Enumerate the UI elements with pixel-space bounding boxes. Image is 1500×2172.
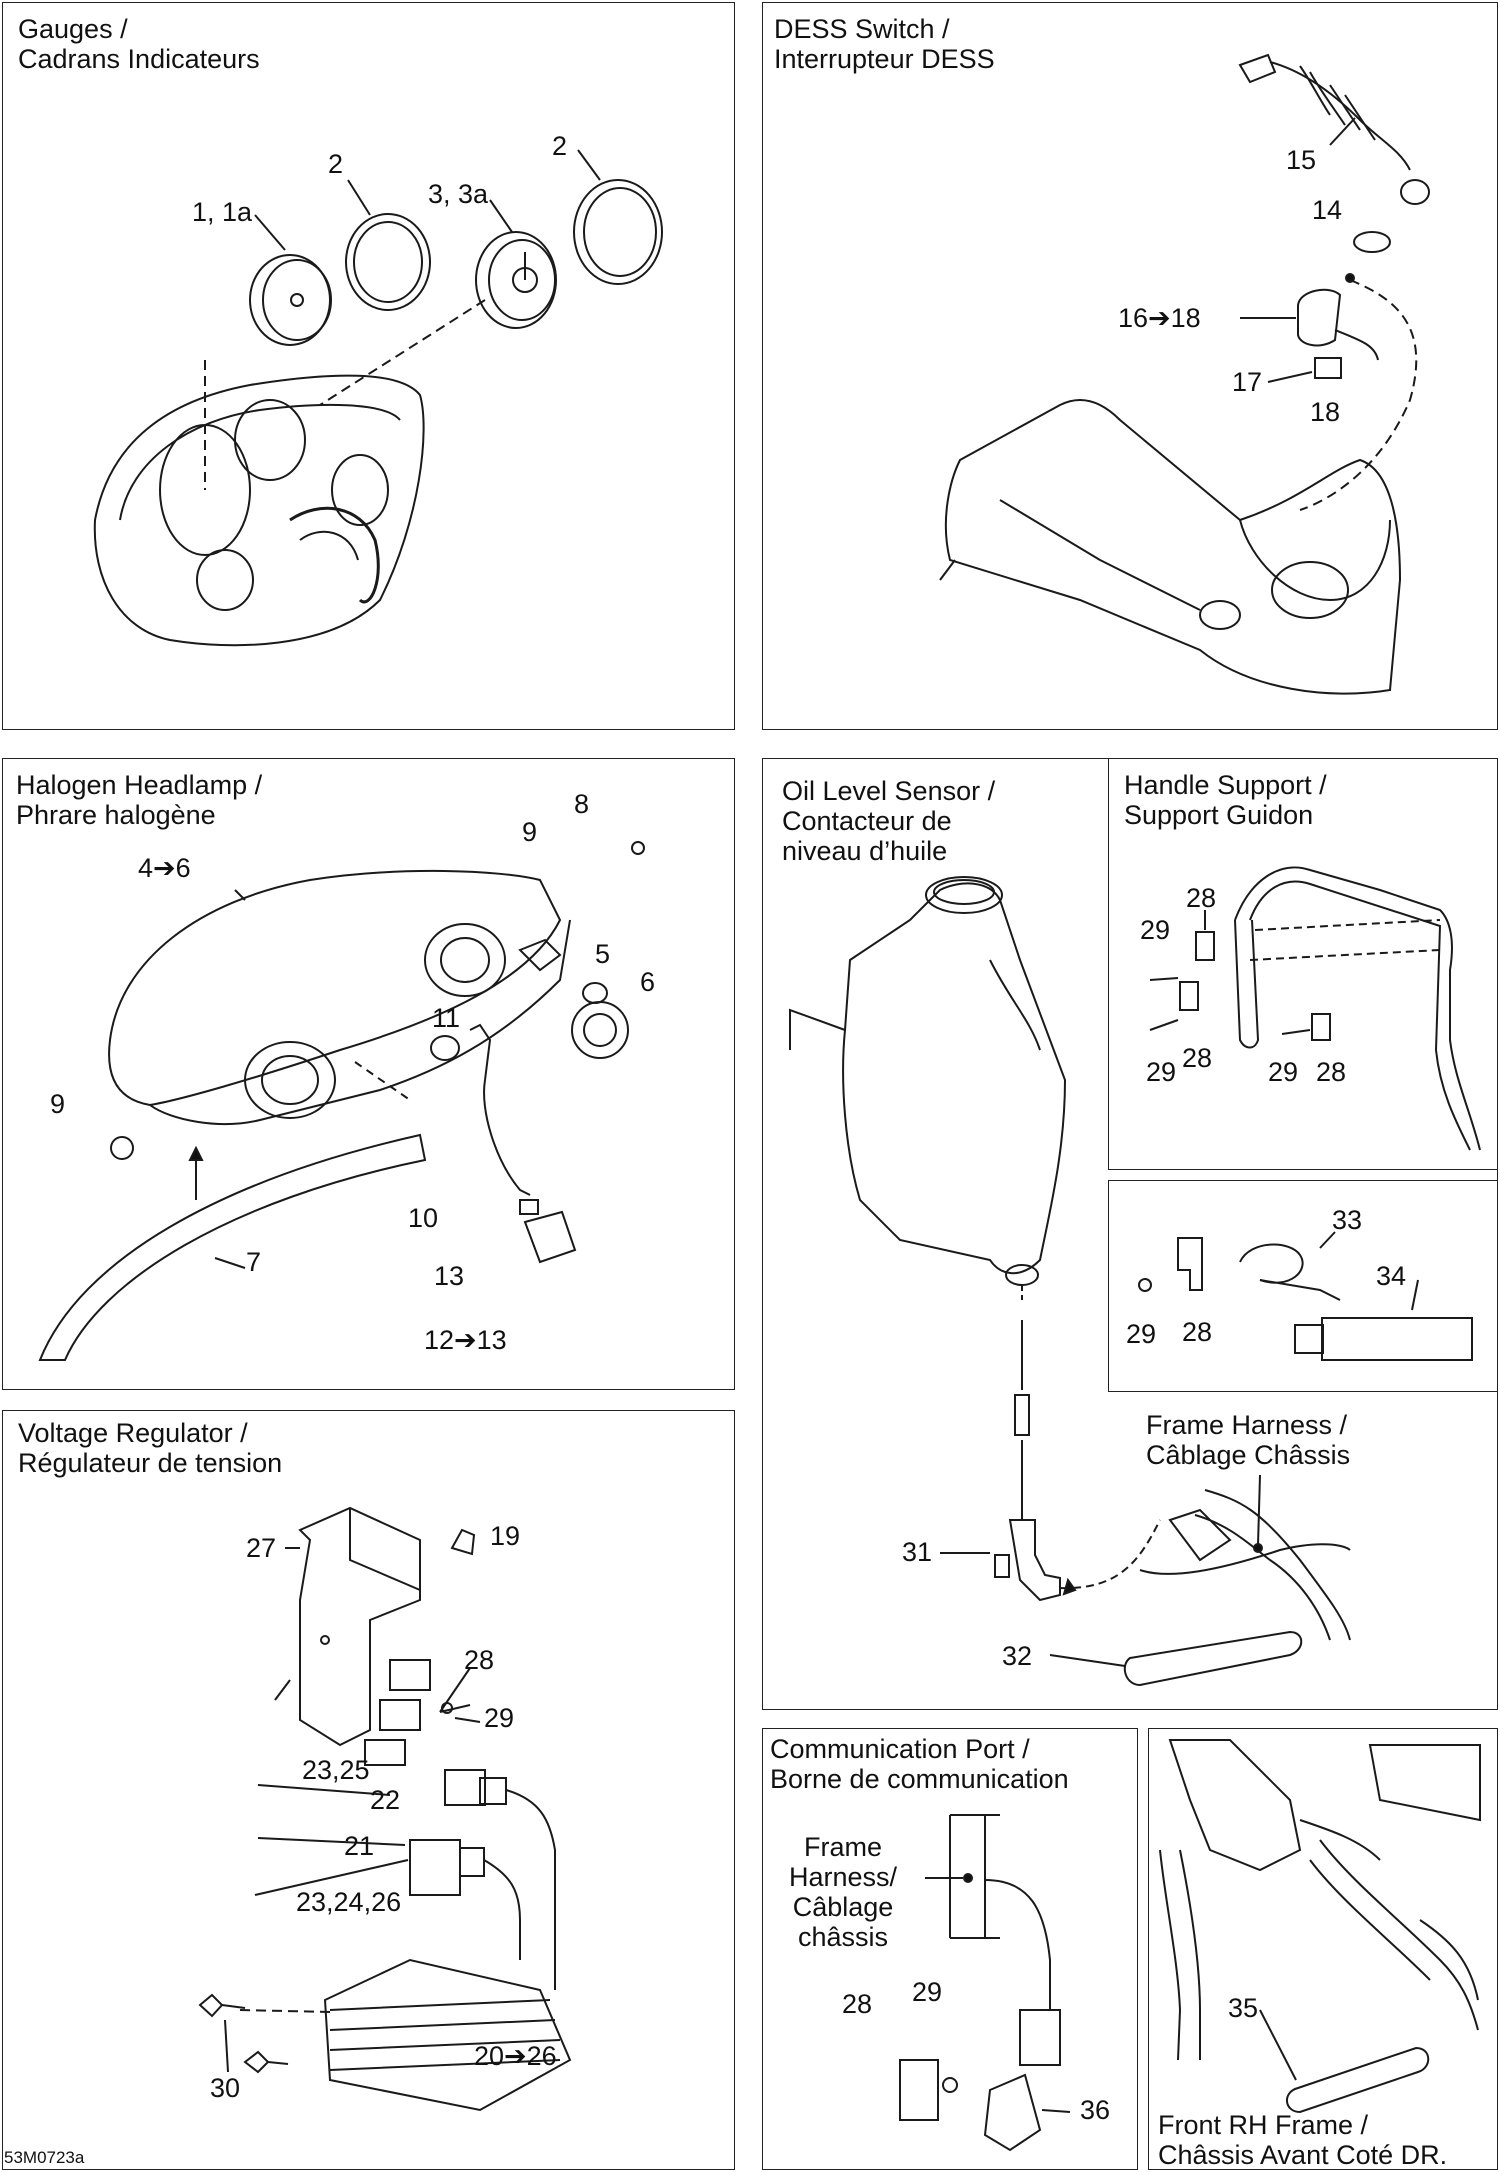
frame-harness-title: Frame Harness /Câblage Châssis [1146, 1410, 1351, 1470]
callout-kit-34: 34 [1376, 1261, 1407, 1291]
callout-comm-36: 36 [1080, 2095, 1111, 2125]
callout-headlamp-5: 5 [595, 939, 611, 969]
callout-gauge-3: 3, 3a [428, 179, 489, 209]
front-rh-frame-title: Front RH Frame /Châssis Avant Coté DR. [1158, 2110, 1448, 2170]
callout-headlamp-12: 12➔13 [424, 1325, 507, 1355]
callout-handle-28a: 28 [1186, 883, 1217, 913]
callout-handle-28b: 28 [1182, 1043, 1213, 1073]
callout-dess-16: 16➔18 [1118, 303, 1201, 333]
callout-gauge-1: 1, 1a [192, 197, 253, 227]
diagram-reference-code: 53M0723a [4, 2148, 85, 2167]
callout-gauge-ring-2b: 2 [552, 131, 568, 161]
callout-headlamp-11: 11 [432, 1003, 461, 1033]
callout-dess-17: 17 [1232, 367, 1263, 397]
callout-kit-29: 29 [1126, 1319, 1157, 1349]
callout-dess-14: 14 [1312, 195, 1343, 225]
callout-headlamp-9b: 9 [50, 1089, 66, 1119]
callout-oil-31: 31 [902, 1537, 933, 1567]
callout-handle-29c: 29 [1268, 1057, 1299, 1087]
callout-dess-15: 15 [1286, 145, 1317, 175]
panel-front-rh-frame [1148, 1728, 1498, 2170]
panel-voltage-regulator [2, 1410, 735, 2170]
callout-comm-29: 29 [912, 1977, 943, 2007]
callout-comm-28: 28 [842, 1989, 873, 2019]
callout-headlamp-7: 7 [246, 1247, 262, 1277]
callout-headlamp-8: 8 [574, 789, 590, 819]
callout-voltage-27: 27 [246, 1533, 277, 1563]
callout-handle-29a: 29 [1140, 915, 1171, 945]
panel-gauges [2, 2, 735, 730]
voltage-regulator-title: Voltage Regulator /Régulateur de tension [18, 1418, 283, 1478]
callout-kit-33: 33 [1332, 1205, 1363, 1235]
callout-voltage-19: 19 [490, 1521, 521, 1551]
callout-harness-32: 32 [1002, 1641, 1033, 1671]
callout-handle-28c: 28 [1316, 1057, 1347, 1087]
panel-kit-parts [1108, 1180, 1498, 1392]
dess-title: DESS Switch /Interrupteur DESS [774, 14, 995, 74]
callout-headlamp-4: 4➔6 [138, 853, 191, 883]
callout-frame-35: 35 [1228, 1993, 1259, 2023]
gauges-title: Gauges /Cadrans Indicateurs [18, 14, 260, 74]
panel-communication-port [762, 1728, 1138, 2170]
communication-port-title: Communication Port /Borne de communicati… [770, 1734, 1069, 1794]
callout-headlamp-9a: 9 [522, 817, 538, 847]
callout-handle-29b: 29 [1146, 1057, 1177, 1087]
callout-voltage-22: 22 [370, 1785, 401, 1815]
callout-gauge-ring-2: 2 [328, 149, 344, 179]
callout-headlamp-10: 10 [408, 1203, 439, 1233]
callout-dess-18: 18 [1310, 397, 1341, 427]
headlamp-title: Halogen Headlamp /Phrare halogène [16, 770, 263, 830]
handle-support-title: Handle Support /Support Guidon [1124, 770, 1327, 830]
callout-kit-28: 28 [1182, 1317, 1213, 1347]
callout-headlamp-13: 13 [434, 1261, 465, 1291]
callout-voltage-29: 29 [484, 1703, 515, 1733]
callout-voltage-21: 21 [344, 1831, 375, 1861]
callout-voltage-23-24-26: 23,24,26 [296, 1887, 402, 1917]
callout-voltage-23-25: 23,25 [302, 1755, 370, 1785]
panel-halogen-headlamp [2, 758, 735, 1390]
callout-voltage-30: 30 [210, 2073, 241, 2103]
panel-dess-switch [762, 2, 1498, 730]
callout-voltage-28: 28 [464, 1645, 495, 1675]
callout-headlamp-6: 6 [640, 967, 656, 997]
callout-voltage-20-26: 20➔26 [474, 2041, 557, 2071]
